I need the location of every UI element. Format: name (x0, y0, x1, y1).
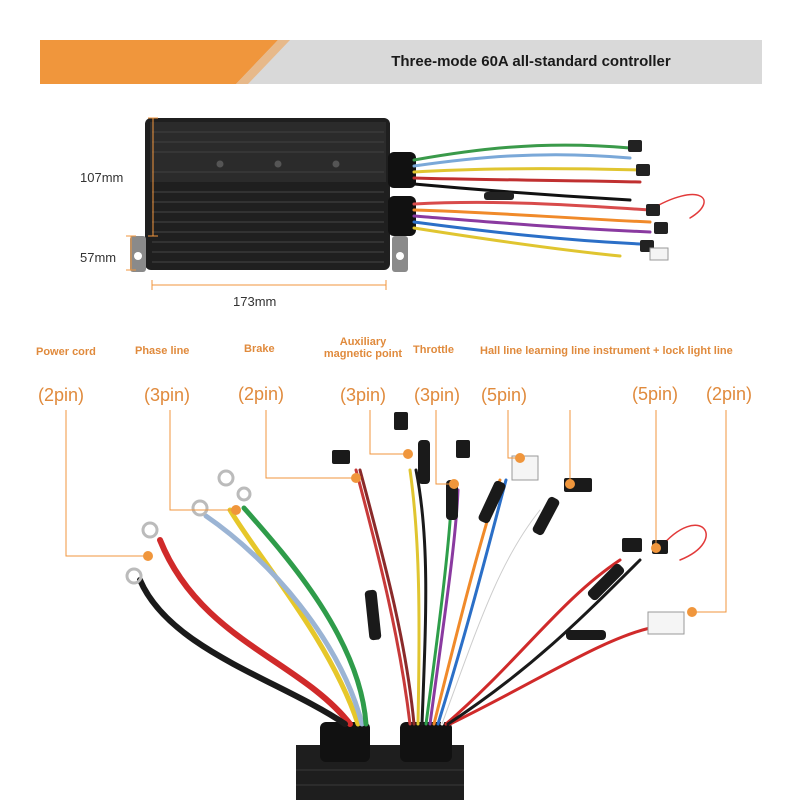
throttle-pins: (3pin) (414, 385, 461, 405)
hall-learning-instrument-lock-label: Hall line learning line instrument + loc… (480, 345, 733, 357)
screw (216, 160, 224, 168)
width-dimension: 173mm (233, 294, 277, 309)
hall-line-pins: (5pin) (481, 385, 528, 405)
cable-gland (320, 722, 370, 762)
banner-accent (40, 40, 278, 84)
depth-dimension: 57mm (80, 250, 117, 265)
phase-line-label: Phase line (135, 345, 190, 357)
callout-dots (143, 449, 697, 617)
phase-line-pins: (3pin) (144, 385, 191, 405)
lock-light-pins: (2pin) (706, 384, 753, 404)
height-dimension: 107mm (80, 170, 124, 185)
banner-title: Three-mode 60A all-standard controller (391, 53, 671, 70)
wiring-diagram (65, 410, 727, 800)
brake-pins: (2pin) (238, 384, 285, 404)
brake-label: Brake (244, 343, 275, 355)
screw (332, 160, 340, 168)
power-cord-label: Power cord (36, 346, 96, 358)
auxiliary-pins: (3pin) (340, 385, 387, 405)
screw (274, 160, 282, 168)
auxiliary-magnetic-point-label: Auxiliary magnetic point (323, 336, 403, 360)
callout-lines (65, 410, 727, 613)
cable-gland (400, 722, 452, 762)
dimension-lines (126, 117, 387, 290)
power-cord-pins: (2pin) (38, 385, 85, 405)
controller-unit (130, 118, 705, 272)
cable-gland (388, 196, 416, 236)
instrument-pins: (5pin) (632, 384, 679, 404)
throttle-label: Throttle (413, 344, 454, 356)
cable-gland (388, 152, 416, 188)
banner-accent-shadow (236, 40, 290, 84)
